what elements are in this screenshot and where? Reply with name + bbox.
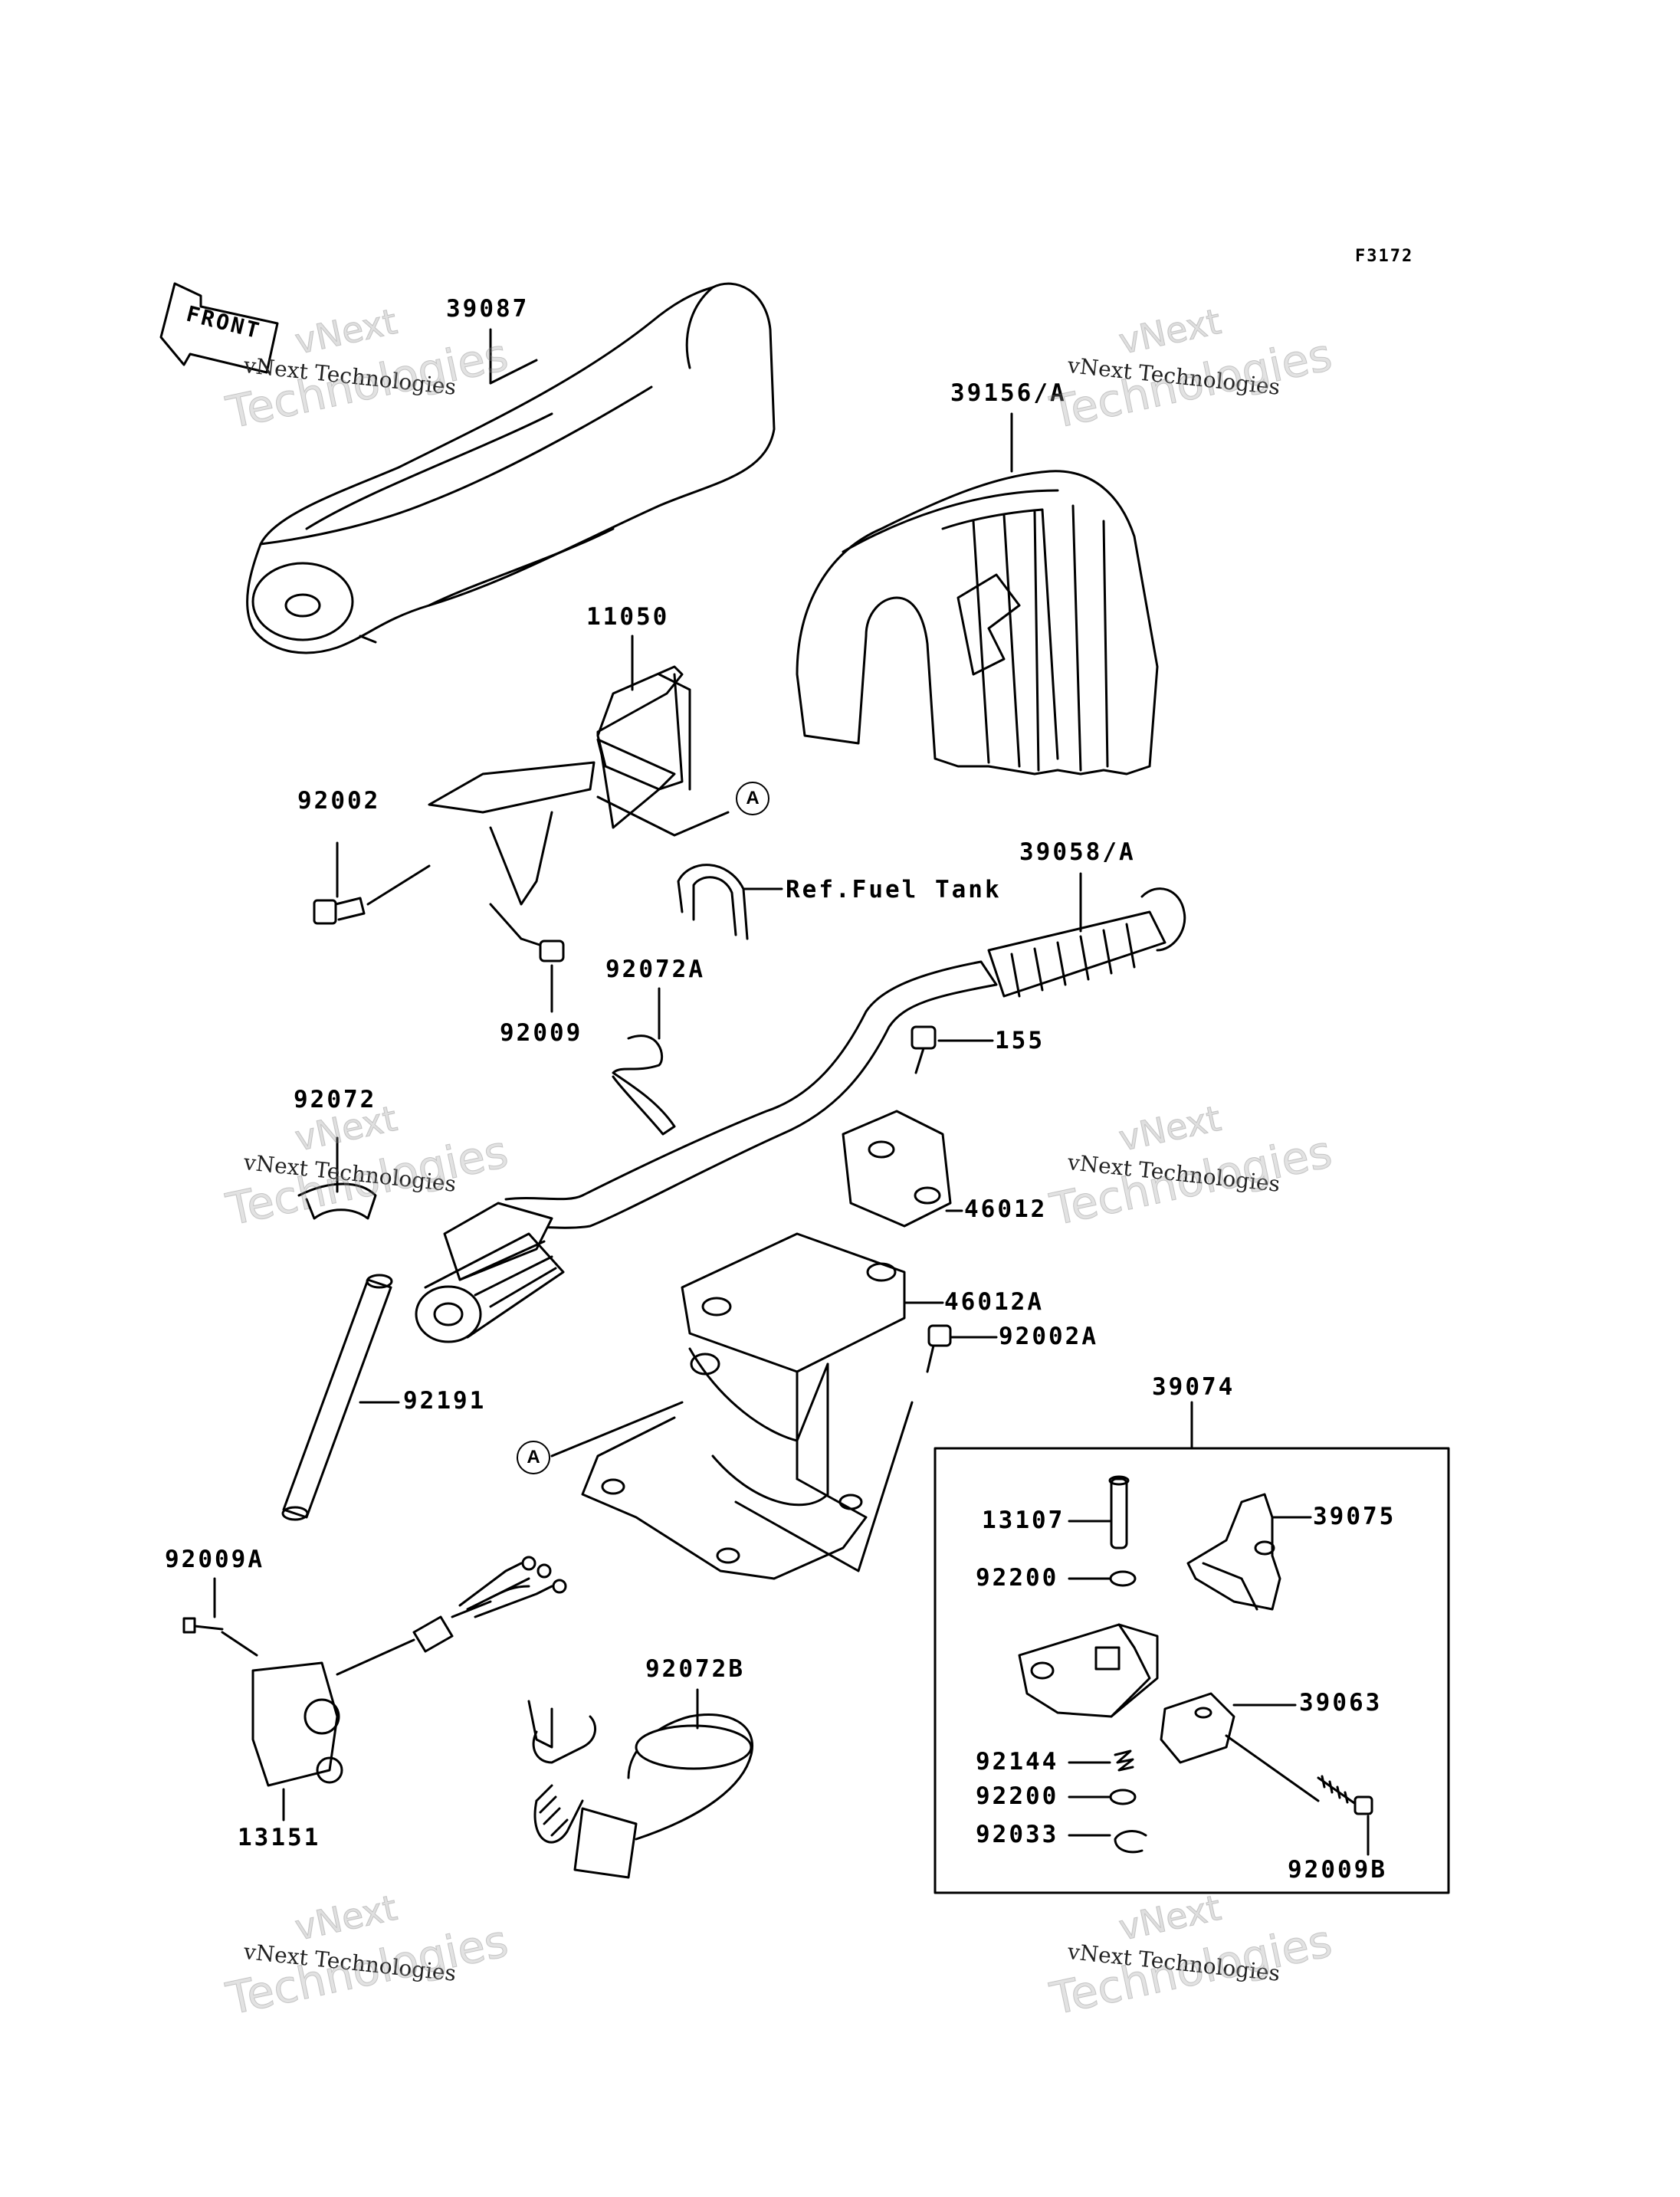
figure-code: F3172 [1355, 247, 1414, 266]
handlebar-part [415, 887, 1186, 1343]
leader-A-left [550, 1401, 684, 1458]
part-label-92072A: 92072A [605, 956, 705, 983]
holder-46012-part [842, 1110, 952, 1228]
part-label-92009: 92009 [500, 1019, 583, 1047]
washer-92200-bottom-part [1109, 1789, 1137, 1805]
clamp-92072A-part [612, 1035, 676, 1136]
part-label-92200-top: 92200 [976, 1564, 1059, 1592]
clip-92033-part [1114, 1830, 1147, 1854]
ref-fuel-tank-note: Ref.Fuel Tank [786, 876, 1002, 903]
lever-39075-part [1186, 1493, 1281, 1611]
part-label-11050: 11050 [586, 603, 670, 631]
clamp-92072-part [297, 1182, 377, 1220]
part-label-92072: 92072 [294, 1086, 377, 1113]
part-label-92144: 92144 [976, 1748, 1059, 1776]
leader-A-bottom [734, 1401, 914, 1572]
part-label-39156A: 39156/A [950, 379, 1067, 407]
lanyard-92072B-part [527, 1700, 753, 1879]
housing-part [1018, 1623, 1159, 1718]
reference-marker-a-bottom: A [517, 1441, 550, 1474]
bolt-92002-part [313, 897, 366, 925]
leader-92002-b [366, 864, 431, 906]
part-label-46012A: 46012A [944, 1288, 1044, 1316]
seat-part [246, 282, 776, 654]
part-label-92033: 92033 [976, 1821, 1059, 1848]
bracket-part [428, 665, 691, 906]
part-label-92072B: 92072B [645, 1655, 745, 1683]
tube-92191-part [281, 1274, 393, 1521]
reference-marker-a-top: A [736, 782, 769, 815]
leader-92009A-b [221, 1631, 258, 1657]
front-arrow-icon: FRONT [159, 282, 279, 374]
bolt-92009A-part [182, 1617, 224, 1634]
bolt-155-part [911, 1025, 937, 1074]
part-label-155: 155 [995, 1027, 1045, 1054]
washer-92200-top-part [1109, 1570, 1137, 1587]
bolt-92009-part [520, 937, 565, 962]
bolt-92002A-part [926, 1324, 952, 1373]
part-label-92191: 92191 [403, 1387, 487, 1415]
part-label-39074: 39074 [1152, 1373, 1235, 1401]
fuel-hose-part [677, 864, 749, 940]
spring-92144-part [1114, 1749, 1134, 1772]
part-label-39075: 39075 [1313, 1503, 1396, 1530]
pin-13107-part [1108, 1475, 1130, 1549]
leader-A-top [596, 795, 730, 837]
part-label-39087: 39087 [446, 295, 530, 323]
leader-39063-b [1225, 1734, 1320, 1802]
holder-46012A-part [581, 1232, 906, 1580]
boot-part [796, 470, 1159, 776]
part-label-92200-bottom: 92200 [976, 1782, 1059, 1810]
part-label-46012: 46012 [964, 1195, 1048, 1223]
screw-92009B-part [1317, 1775, 1373, 1815]
part-label-92009B: 92009B [1288, 1856, 1387, 1884]
part-label-39063: 39063 [1299, 1689, 1383, 1717]
leader-39087b [489, 359, 538, 385]
part-label-13151: 13151 [238, 1824, 321, 1851]
leader-92009-b [489, 903, 523, 940]
part-label-92002: 92002 [297, 787, 381, 815]
part-label-92002A: 92002A [999, 1323, 1098, 1350]
part-label-92009A: 92009A [165, 1546, 264, 1573]
part-label-39058A: 39058/A [1019, 838, 1136, 866]
cap-39063-part [1160, 1692, 1235, 1764]
switch-13151-part [251, 1556, 567, 1787]
part-label-13107: 13107 [982, 1507, 1065, 1534]
